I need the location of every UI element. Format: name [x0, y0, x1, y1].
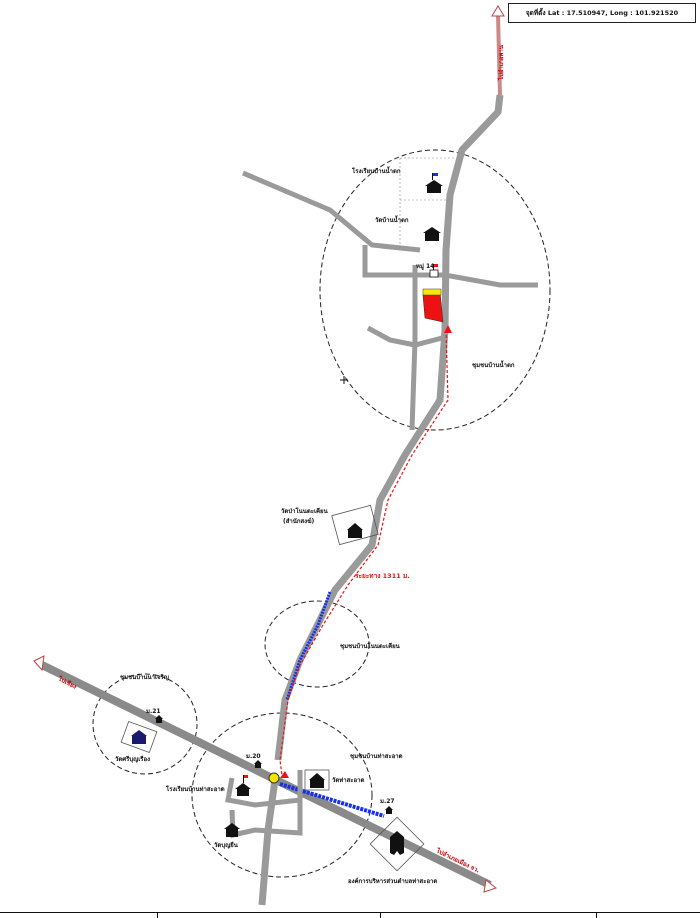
school-center-icon	[235, 775, 251, 796]
target-parcel	[422, 291, 444, 323]
road-northwest	[242, 170, 421, 253]
road-inner-vertical	[409, 265, 418, 431]
road-left-branch	[366, 325, 443, 348]
label-zone-north: ชุมชนบ้านน้ำตก	[472, 359, 515, 369]
label-office-bottom: องค์การบริหารส่วนตำบลท่าสะอาด	[348, 877, 437, 885]
temple-center-icon	[304, 769, 330, 791]
label-temple-center: วัดท่าสะอาด	[332, 776, 364, 784]
label-marker-21: ม.21	[146, 708, 161, 715]
office-top-icon	[429, 264, 439, 278]
coordinates-label: จุดที่ตั้ง Lat : 17.510947, Long : 101.9…	[508, 3, 696, 23]
route-arrow-icon	[444, 325, 452, 333]
road-north-tip	[496, 14, 502, 96]
blue-road-horizontal	[279, 782, 385, 818]
label-zone-west: ชุมชนบ้านนาเจริญ	[120, 673, 169, 681]
west-arrow-icon	[33, 655, 45, 672]
label-village-office: หมู่ 14	[416, 263, 434, 271]
zone-circle-north	[319, 149, 551, 431]
label-school-center: โรงเรียนบ้านท่าสะอาด	[165, 785, 225, 793]
zone-circle-west	[92, 673, 198, 775]
parcel-yellow	[422, 288, 442, 296]
route-arrow-end-icon	[280, 771, 289, 778]
highway-diagonal	[40, 661, 492, 889]
office-bottom-icon	[369, 816, 425, 872]
page-bottom-rule	[0, 912, 700, 913]
road-north	[274, 94, 504, 761]
label-school-top: โรงเรียนบ้านน้ำตก	[351, 165, 401, 175]
blue-road-vertical	[285, 591, 332, 701]
route-path	[279, 329, 449, 777]
school-top-icon	[425, 173, 443, 193]
east-arrow-icon	[483, 879, 498, 893]
temple-bottom-icon	[224, 823, 240, 837]
marker-27-icon	[385, 806, 393, 814]
road-cross-upper	[362, 245, 538, 288]
north-arrow-icon	[491, 5, 505, 17]
road-upper-left-stub	[330, 210, 335, 260]
junction-marker-icon	[268, 772, 280, 784]
distance-label: ระยะทาง 1311 ม.	[355, 572, 410, 580]
label-temple-mid-sub: (สำนักสงฆ์)	[283, 517, 315, 525]
label-zone-center: ชุมชนบ้านท่าสะอาด	[350, 752, 403, 760]
zone-circle-middle	[264, 600, 370, 688]
road-label-north: ไปอำเภอพาน	[497, 44, 505, 81]
marker-21-icon	[155, 715, 163, 723]
label-zone-middle: ชุมชนบ้านโนนตะเคียน	[340, 642, 401, 650]
temple-top-icon	[423, 227, 441, 241]
page-tick	[596, 912, 597, 918]
label-temple-top: วัดบ้านน้ำตก	[375, 214, 409, 224]
page-tick	[157, 912, 158, 918]
label-temple-mid: วัดป่าโนนตะเคียน	[281, 507, 329, 515]
marker-20-icon	[254, 760, 262, 768]
road-center-south	[258, 779, 279, 906]
label-temple-bottom: วัดบุญยืน	[214, 841, 239, 849]
label-marker-20: ม.20	[246, 753, 261, 760]
label-marker-27: ม.27	[380, 798, 395, 805]
temple-mid-icon	[331, 504, 379, 546]
label-temple-west: วัดศรีบุญเรือง	[115, 755, 150, 763]
page-tick	[380, 912, 381, 918]
temple-west-icon	[120, 721, 158, 753]
